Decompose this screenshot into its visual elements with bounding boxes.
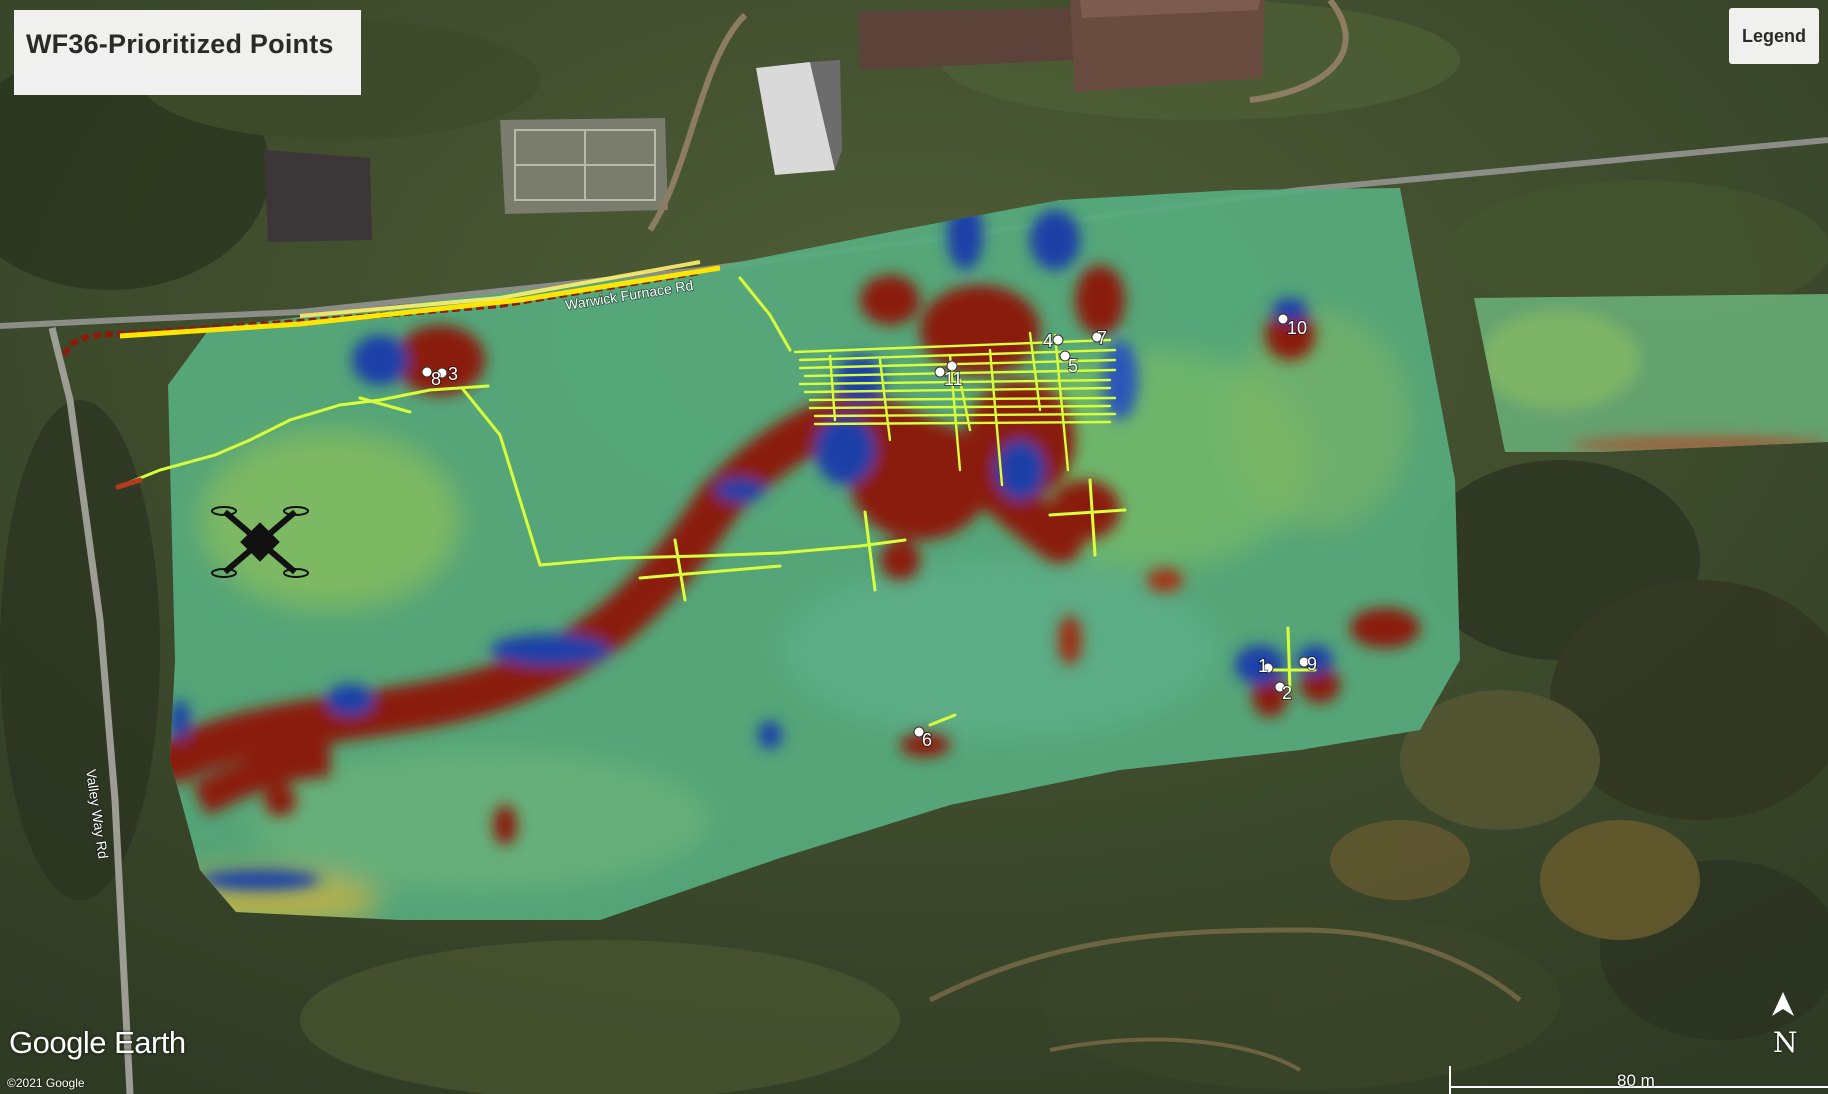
point-marker-10[interactable]: 10 <box>1277 313 1308 339</box>
point-marker-11[interactable]: 11 <box>934 360 964 390</box>
legend-button[interactable]: Legend <box>1729 8 1819 64</box>
svg-text:6: 6 <box>922 730 932 750</box>
svg-text:1: 1 <box>1258 656 1268 676</box>
point-marker-6[interactable]: 6 <box>913 726 933 751</box>
point-marker-8[interactable]: 8 <box>421 366 442 390</box>
svg-text:4: 4 <box>1043 331 1053 351</box>
svg-text:3: 3 <box>448 364 458 384</box>
prioritized-points: 1 2 3 4 5 6 7 8 9 10 11 <box>421 313 1318 751</box>
buildings <box>264 0 1265 242</box>
svg-text:5: 5 <box>1068 356 1078 376</box>
point-marker-2[interactable]: 2 <box>1274 681 1293 704</box>
map-title: WF36-Prioritized Points <box>14 10 361 95</box>
copyright-notice: ©2021 Google <box>7 1076 85 1090</box>
scale-label: 80 m <box>1617 1071 1655 1090</box>
survey-tracks <box>115 276 1317 727</box>
drone-icon <box>211 506 309 578</box>
svg-text:7: 7 <box>1097 328 1107 348</box>
north-arrow-icon <box>1772 992 1794 1016</box>
point-marker-1[interactable]: 1 <box>1257 655 1274 677</box>
point-marker-4[interactable]: 4 <box>1042 330 1064 352</box>
point-marker-5[interactable]: 5 <box>1059 350 1079 377</box>
svg-text:2: 2 <box>1282 683 1292 703</box>
road-edge-anomaly <box>62 260 721 357</box>
north-label: N <box>1773 1026 1798 1059</box>
svg-text:11: 11 <box>944 369 963 389</box>
point-marker-3[interactable]: 3 <box>436 363 459 385</box>
point-marker-9[interactable]: 9 <box>1298 653 1318 675</box>
svg-text:9: 9 <box>1307 654 1317 674</box>
point-marker-7[interactable]: 7 <box>1091 327 1108 349</box>
google-earth-logo: Google Earth <box>9 1025 186 1060</box>
svg-text:8: 8 <box>431 369 441 389</box>
svg-text:10: 10 <box>1287 318 1307 338</box>
scale-bar <box>1449 1066 1828 1094</box>
